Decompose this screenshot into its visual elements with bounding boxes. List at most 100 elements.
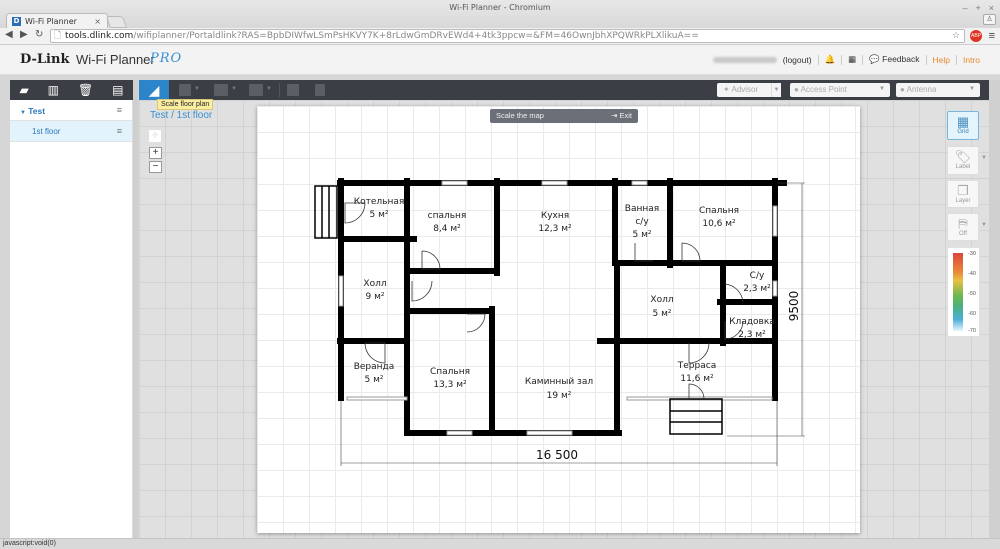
divider (817, 54, 819, 65)
divider (841, 54, 843, 65)
wall-tool-icon[interactable] (214, 84, 228, 96)
feedback-link[interactable]: 💬 Feedback (869, 54, 919, 65)
profile-icon[interactable]: ♙ (983, 14, 996, 25)
exit-icon: ⇥ (611, 111, 618, 120)
report-icon[interactable]: ▤ (112, 83, 124, 97)
chevron-down-icon[interactable]: ▼ (981, 155, 987, 161)
access-point-select[interactable]: ● Access Point ▼ (790, 83, 890, 97)
room-name: Каминный зал (525, 377, 593, 387)
label-button[interactable]: 🏷 Label ▼ (947, 146, 987, 175)
exit-scale-button[interactable]: ⇥ Exit (611, 111, 632, 120)
door (364, 342, 386, 364)
window (631, 180, 648, 186)
room-area: 11,6 м² (680, 374, 714, 384)
floor-plan-drawing: 16 500 9500 Котельная 5 м² спальня 8,4 м… (314, 178, 805, 466)
expand-caret-icon[interactable]: ▼ (20, 110, 26, 116)
grid-toggle-button[interactable]: ▦ Grid (947, 111, 979, 140)
label-label: Label (955, 164, 971, 170)
room-area: 8,4 м² (433, 224, 461, 234)
chevron-down-icon[interactable]: ▼ (231, 86, 237, 92)
chevron-down-icon[interactable]: ▼ (981, 222, 987, 228)
floor-plan-paper[interactable] (257, 106, 860, 533)
window-title: Wi-Fi Planner - Chromium (449, 3, 551, 12)
logout-link[interactable]: (logout) (782, 54, 812, 65)
delete-icon[interactable]: 🗑 (77, 83, 94, 97)
close-window-button[interactable]: × (988, 3, 994, 13)
help-link[interactable]: Help (932, 54, 950, 65)
room-name: Холл (363, 279, 386, 289)
door (466, 313, 486, 333)
project-menu-icon[interactable]: ≡ (116, 105, 122, 115)
dimension-lines (340, 182, 805, 466)
legend-tick: -60 (968, 311, 976, 317)
tree-item-project[interactable]: ▼ Test ≡ (10, 100, 132, 121)
browser-menu-icon[interactable]: ≡ (988, 30, 995, 42)
advisor-dropdown-caret[interactable]: ▼ (771, 83, 781, 97)
export-file-icon[interactable] (315, 84, 325, 96)
antenna-placeholder: Antenna (906, 85, 937, 94)
browser-tab[interactable]: D Wi-Fi Planner × (6, 13, 108, 29)
tab-title: Wi-Fi Planner (25, 17, 77, 26)
adblock-extension-icon[interactable]: ABP (970, 30, 982, 42)
chevron-down-icon[interactable]: ▼ (194, 86, 200, 92)
room-area: 2,3 м² (738, 330, 766, 340)
zoom-out-button[interactable]: − (149, 161, 162, 173)
heatmap-toggle-button[interactable]: ⛿ Off ▼ (947, 213, 987, 241)
back-icon[interactable]: ◀ (5, 29, 13, 40)
room-name: Спальня (430, 367, 470, 377)
circle-icon: ● (900, 85, 905, 94)
door (724, 283, 744, 303)
wifi-signal-icon[interactable] (287, 84, 299, 96)
add-project-icon[interactable]: ▰ (19, 83, 29, 97)
door (724, 320, 744, 340)
access-point-tool-icon[interactable] (179, 84, 191, 96)
window (772, 280, 778, 297)
legend-tick: -50 (968, 291, 976, 297)
bell-icon[interactable]: 🔔 (824, 54, 836, 64)
tree-item-floor[interactable]: 1st floor ≡ (10, 121, 132, 142)
add-floor-icon[interactable]: ▥ (47, 83, 59, 97)
door (344, 202, 366, 224)
sidebar-splitter[interactable] (133, 80, 138, 538)
minimize-button[interactable]: – (962, 3, 968, 13)
username-blurred (712, 56, 777, 63)
antenna-select[interactable]: ● Antenna ▼ (896, 83, 980, 97)
room-area: 9 м² (366, 292, 385, 302)
access-point-placeholder: Access Point (800, 85, 847, 94)
bookmark-star-icon[interactable]: ☆ (951, 31, 960, 41)
advisor-label: Advisor (731, 85, 759, 94)
maximize-button[interactable]: + (975, 3, 981, 13)
layer-button[interactable]: ❐ Layer (947, 180, 979, 208)
forward-icon[interactable]: ▶ (20, 29, 28, 40)
magic-wand-icon: ✦ (723, 85, 730, 94)
area-tool-icon[interactable] (249, 84, 263, 96)
app-header: D-Link Wi-Fi Planner PRO (logout) 🔔 ▦ 💬 … (0, 45, 1000, 75)
circle-icon: ● (794, 85, 799, 94)
room-area: 2,3 м² (743, 284, 771, 294)
scale-floor-plan-button[interactable]: ◢ (139, 80, 169, 100)
sidebar-toolbar: ▰ ▥ 🗑 ▤ (10, 80, 133, 100)
room-area: 5 м² (365, 375, 384, 385)
chevron-down-icon[interactable]: ▼ (266, 86, 272, 92)
breadcrumb[interactable]: Test / 1st floor (150, 110, 213, 121)
scale-map-bar: Scale the map ⇥ Exit (490, 109, 638, 123)
door (421, 250, 441, 270)
room-name: Кухня (541, 211, 569, 221)
project-tree: ▼ Test ≡ 1st floor ≡ (10, 100, 133, 538)
window-controls: – + × (962, 3, 994, 13)
floor-menu-icon[interactable]: ≡ (116, 126, 122, 136)
apps-grid-icon[interactable]: ▦ (848, 54, 857, 64)
dlink-favicon-icon: D (12, 17, 21, 26)
room-name: Спальня (699, 206, 739, 216)
feedback-label: Feedback (882, 54, 920, 64)
new-tab-button[interactable] (105, 16, 128, 28)
advisor-button[interactable]: ✦ Advisor (717, 83, 781, 97)
zoom-in-button[interactable]: + (149, 147, 162, 159)
address-bar[interactable]: 🗋 tools.dlink.com/wifiplanner/Portaldlin… (50, 29, 965, 43)
fit-to-screen-icon[interactable]: ⊹ (149, 130, 161, 142)
intro-link[interactable]: Intro (962, 54, 980, 65)
door (688, 383, 705, 400)
close-tab-icon[interactable]: × (94, 17, 101, 26)
reload-icon[interactable]: ↻ (35, 29, 44, 40)
room-name: Веранда (354, 362, 395, 372)
